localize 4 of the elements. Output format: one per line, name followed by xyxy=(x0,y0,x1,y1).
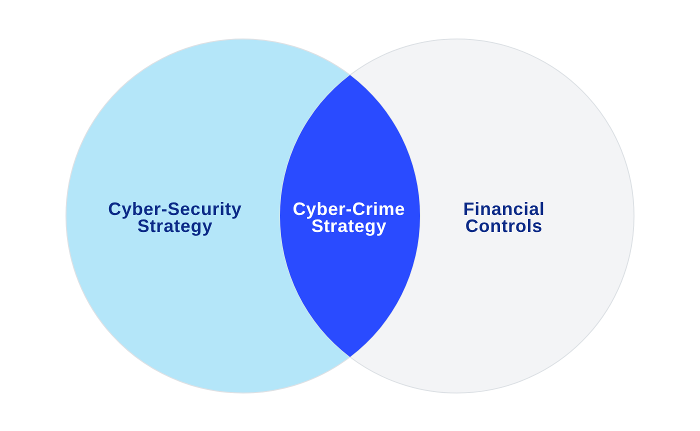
set-label: Cyber-Security Strategy xyxy=(108,201,242,235)
set-label: Financial Controls xyxy=(462,201,546,235)
overlap-label: Cyber-Crime Strategy xyxy=(292,200,406,235)
venn-intersection xyxy=(280,75,420,357)
